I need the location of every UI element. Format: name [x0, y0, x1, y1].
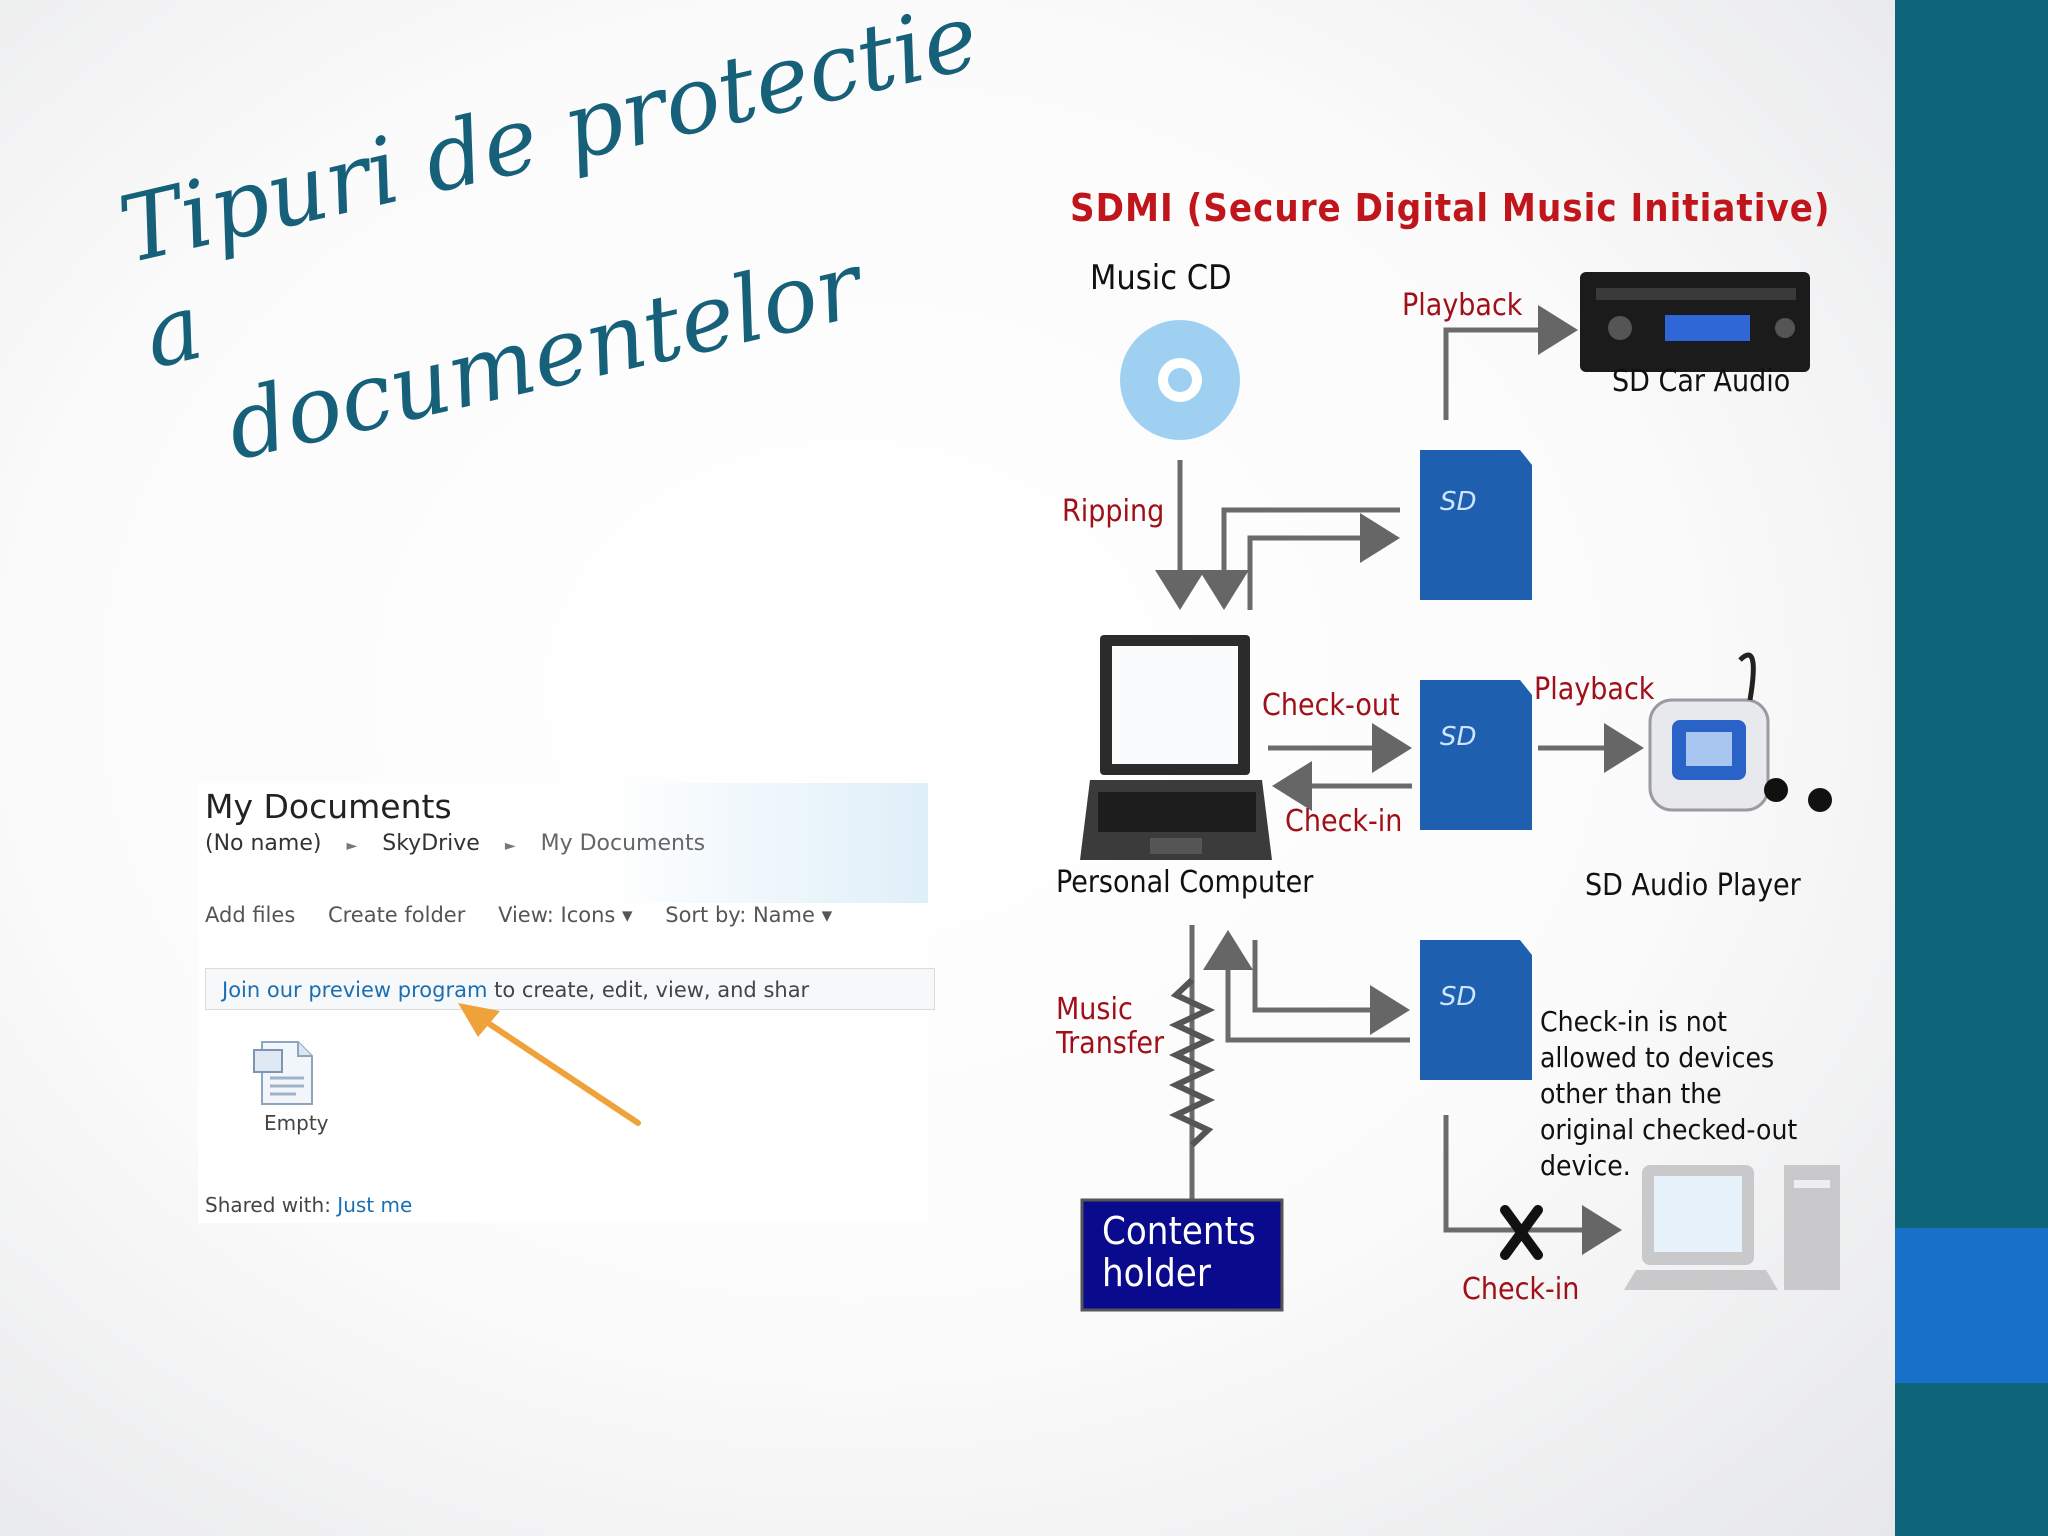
music-cd-icon [1120, 320, 1240, 440]
right-decor-accent [1895, 1228, 2048, 1383]
music-transfer-label-2: Transfer [1056, 1026, 1165, 1061]
sd-to-pc-arrow [1199, 507, 1400, 610]
breadcrumb-item[interactable]: SkyDrive [382, 831, 480, 856]
preview-notice-text: to create, edit, view, and shar [487, 978, 810, 1002]
breadcrumb: (No name) ► SkyDrive ► My Documents [205, 831, 705, 856]
check-in-bottom-label: Check-in [1462, 1272, 1580, 1307]
check-in-notice: Check-in is not allowed to devices other… [1540, 1004, 1797, 1184]
desktop-computer-icon [1624, 1165, 1840, 1290]
svg-text:SD: SD [1440, 722, 1477, 752]
skydrive-screenshot: My Documents (No name) ► SkyDrive ► My D… [198, 783, 935, 1223]
playback-top-label: Playback [1402, 288, 1523, 323]
car-audio-icon [1580, 272, 1810, 372]
view-dropdown[interactable]: View: Icons ▾ [498, 903, 633, 927]
notice-line: other than the [1540, 1077, 1722, 1110]
personal-computer-label: Personal Computer [1056, 865, 1314, 900]
shared-with-label: Shared with: [205, 1193, 338, 1217]
sd-card-icon-top: SD [1420, 450, 1532, 600]
sd-audio-player-label: SD Audio Player [1585, 868, 1801, 903]
music-transfer-label-1: Music [1056, 992, 1133, 1027]
music-cd-label: Music CD [1090, 258, 1232, 298]
create-folder-button[interactable]: Create folder [327, 903, 466, 927]
playback-top-arrow [1443, 305, 1578, 420]
playback-mid-label: Playback [1534, 672, 1655, 707]
sort-dropdown[interactable]: Sort by: Name ▾ [665, 903, 833, 927]
sd-car-audio-label: SD Car Audio [1612, 364, 1791, 399]
notice-line: device. [1540, 1149, 1631, 1182]
notice-line: Check-in is not [1540, 1005, 1727, 1038]
notice-line: allowed to devices [1540, 1041, 1775, 1074]
add-files-button[interactable]: Add files [205, 903, 296, 927]
ripping-label: Ripping [1062, 494, 1165, 529]
pc-to-sd-bottom-arrow [1252, 940, 1410, 1035]
contents-holder-line-2: holder [1102, 1251, 1211, 1295]
breadcrumb-separator-icon: ► [346, 838, 358, 854]
laptop-icon [1080, 635, 1272, 860]
audio-player-icon [1648, 652, 1832, 812]
orange-arrow-icon [458, 1003, 641, 1126]
breadcrumb-current: My Documents [540, 831, 706, 856]
check-out-label: Check-out [1262, 688, 1400, 723]
contents-holder-label: Contents holder [1102, 1210, 1256, 1294]
skydrive-header-fade [198, 783, 928, 903]
pc-to-sd-arrow [1247, 513, 1400, 610]
sd-card-icon-bottom: SD [1420, 940, 1532, 1080]
music-transfer-zigzag [1168, 977, 1216, 1148]
shared-with: Shared with: Just me [205, 1193, 412, 1217]
sd-bottom-to-pc-arrow [1203, 930, 1410, 1043]
contents-holder-line-1: Contents [1102, 1209, 1256, 1253]
sdmi-diagram: SD SD SD [1050, 180, 1850, 1330]
skydrive-toolbar: Add files Create folder View: Icons ▾ So… [205, 903, 858, 927]
preview-notice: Join our preview program to create, edit… [205, 968, 935, 1010]
document-icon[interactable] [252, 1038, 316, 1108]
blocked-check-in-arrow [1443, 1115, 1622, 1255]
notice-line: original checked-out [1540, 1113, 1798, 1146]
breadcrumb-item[interactable]: (No name) [205, 831, 322, 856]
check-in-mid-label: Check-in [1285, 804, 1403, 839]
file-label: Empty [264, 1111, 329, 1135]
contents-holder-box [1080, 1198, 1284, 1312]
sd-card-icon-mid: SD [1420, 680, 1532, 830]
slide-background [0, 0, 1895, 1536]
svg-text:SD: SD [1440, 982, 1477, 1012]
skydrive-heading: My Documents [205, 787, 452, 826]
blocked-x-icon [1500, 1205, 1543, 1260]
shared-with-link[interactable]: Just me [337, 1193, 413, 1217]
breadcrumb-separator-icon: ► [504, 838, 516, 854]
diagram-title: SDMI (Secure Digital Music Initiative) [1070, 186, 1831, 230]
preview-program-link[interactable]: Join our preview program [222, 978, 488, 1002]
diagram-graphics: SD SD SD [1080, 272, 1840, 1312]
svg-text:SD: SD [1440, 487, 1477, 517]
